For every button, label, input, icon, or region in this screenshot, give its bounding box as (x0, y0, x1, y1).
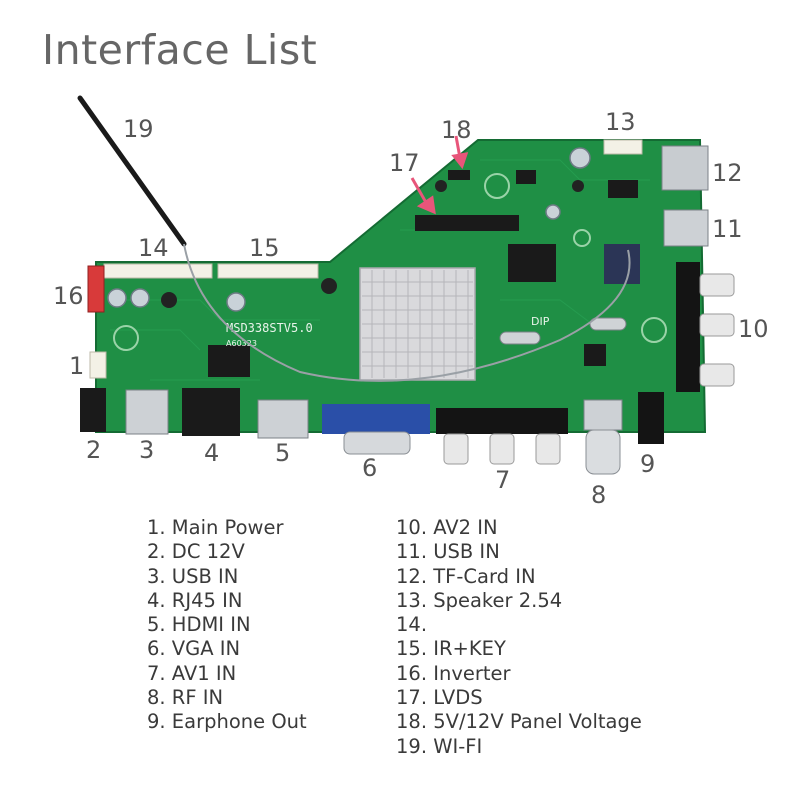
callout-13: 13 (605, 108, 636, 136)
callout-5: 5 (275, 439, 291, 467)
legend-item-4: 4. RJ45 IN (147, 588, 243, 612)
legend-right: 10. AV2 IN 11. USB IN 12. TF-Card IN 13.… (396, 516, 642, 759)
callout-1: 1 (69, 352, 85, 380)
page-title: Interface List (42, 26, 318, 74)
callout-2: 2 (86, 436, 102, 464)
legend-item-3: 3. USB IN (147, 564, 239, 588)
capacitors (107, 147, 591, 312)
callout-10: 10 (738, 315, 769, 343)
port-4-rj45 (182, 388, 240, 436)
callout-18: 18 (441, 116, 472, 144)
wifi-antenna (77, 95, 631, 382)
board-illustration: MSD338STV5.0 A60323 DIP (77, 95, 735, 475)
callout-15: 15 (249, 234, 280, 262)
port-11-usb (663, 209, 709, 247)
legend-item-6: 6. VGA IN (147, 637, 241, 661)
legend-item-11: 11. USB IN (396, 540, 500, 564)
connector-1-main-power (89, 351, 107, 379)
legend-item-2: 2. DC 12V (147, 540, 245, 564)
legend-left: 1. Main Power 2. DC 12V 3. USB IN 4. RJ4… (147, 516, 307, 735)
connector-13-speaker (603, 139, 643, 155)
legend-item-8: 8. RF IN (147, 686, 224, 710)
svg-text:DIP: DIP (531, 315, 550, 328)
callout-17: 17 (389, 149, 420, 177)
legend-item-19: 19. WI-FI (396, 734, 483, 758)
port-12-tf-card (661, 145, 709, 191)
legend-item-9: 9. Earphone Out (147, 710, 307, 734)
callout-9: 9 (640, 450, 656, 478)
port-7-av1 (436, 408, 568, 465)
connector-16-inverter (87, 265, 105, 313)
legend-item-16: 16. Inverter (396, 661, 511, 685)
connector-15 (217, 263, 319, 279)
legend-item-13: 13. Speaker 2.54 (396, 588, 563, 612)
legend-item-7: 7. AV1 IN (147, 661, 237, 685)
callout-7: 7 (495, 466, 511, 494)
callout-6: 6 (362, 454, 378, 482)
callout-11: 11 (712, 215, 743, 243)
port-10-av2 (676, 262, 735, 392)
legend-item-18: 18. 5V/12V Panel Voltage (396, 710, 642, 734)
legend-item-12: 12. TF-Card IN (396, 564, 536, 588)
callout-19: 19 (123, 115, 154, 143)
callout-8: 8 (591, 481, 607, 509)
legend-item-1: 1. Main Power (147, 516, 284, 539)
port-2-dc (80, 388, 106, 432)
legend-item-15: 15. IR+KEY (396, 637, 506, 661)
callout-12: 12 (712, 159, 743, 187)
heatsink (359, 267, 476, 381)
port-9-earphone (638, 392, 664, 444)
callout-16: 16 (53, 282, 84, 310)
port-3-usb (125, 389, 169, 435)
main-chip (508, 244, 556, 282)
callout-14: 14 (138, 234, 169, 262)
legend-item-10: 10. AV2 IN (396, 516, 498, 539)
port-5-hdmi (257, 399, 309, 439)
legend-item-17: 17. LVDS (396, 686, 483, 710)
callout-3: 3 (139, 436, 155, 464)
connector-14 (103, 263, 213, 279)
board-model-label: MSD338STV5.0 (226, 321, 313, 335)
legend-item-14: 14. (396, 613, 428, 637)
port-6-vga (322, 404, 430, 455)
connector-17-lvds (415, 215, 519, 231)
connector-18 (448, 170, 470, 180)
svg-text:A60323: A60323 (226, 339, 257, 348)
callout-4: 4 (204, 439, 220, 467)
wifi-module (604, 244, 640, 284)
legend-item-5: 5. HDMI IN (147, 613, 251, 637)
port-8-rf (583, 399, 623, 475)
